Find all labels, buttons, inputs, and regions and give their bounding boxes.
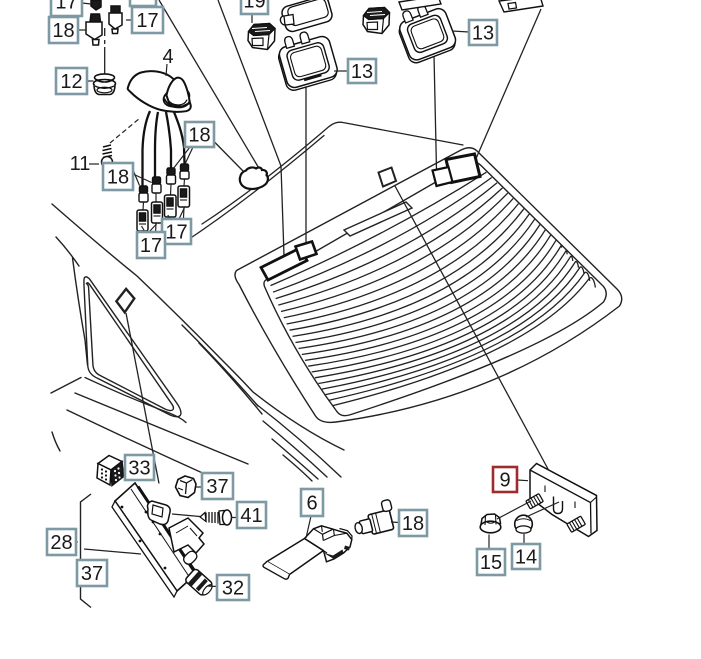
svg-text:17: 17 [55,0,77,14]
svg-text:18: 18 [52,20,74,42]
svg-text:18: 18 [188,125,210,147]
svg-text:14: 14 [515,547,537,569]
svg-text:17: 17 [165,222,187,244]
svg-text:32: 32 [222,578,244,600]
svg-text:4: 4 [162,46,173,68]
svg-text:19: 19 [243,0,265,13]
svg-text:15: 15 [480,552,502,574]
svg-text:9: 9 [499,470,510,492]
svg-text:37: 37 [81,563,103,585]
svg-text:41: 41 [240,505,262,527]
svg-text:17: 17 [140,235,162,257]
svg-text:37: 37 [206,476,228,498]
svg-text:28: 28 [50,532,72,554]
svg-text:17: 17 [136,10,158,32]
svg-text:18: 18 [107,167,129,189]
svg-text:13: 13 [351,61,373,83]
svg-text:6: 6 [306,493,317,515]
svg-text:13: 13 [472,23,494,45]
svg-text:11: 11 [70,153,91,175]
svg-text:12: 12 [60,71,82,93]
svg-text:18: 18 [402,513,424,535]
svg-text:33: 33 [128,458,150,480]
